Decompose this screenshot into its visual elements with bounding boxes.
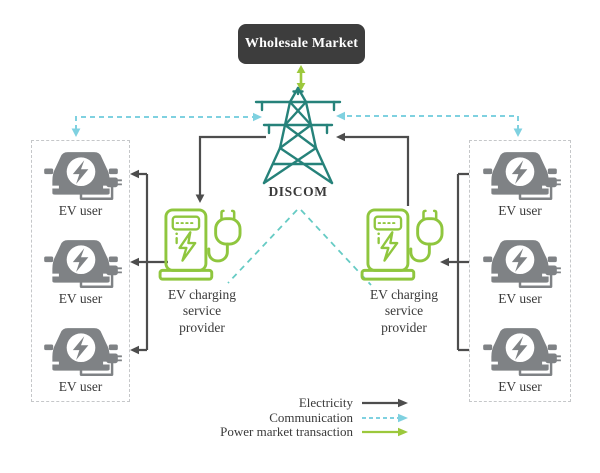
- ev-car-icon: [477, 236, 563, 290]
- electricity-bus-right: [440, 172, 469, 352]
- electricity-bus-left: [130, 169, 168, 355]
- legend-item-power-market-transaction: Power market transaction: [150, 424, 408, 440]
- communication-line-left: [71, 112, 262, 137]
- ev-user-label: EV user: [498, 203, 542, 218]
- ev-user-label: EV user: [58, 379, 103, 394]
- ev-user: EV user: [32, 324, 129, 395]
- ev-user-label: EV user: [58, 291, 103, 306]
- charging-provider-right-label: EV charging service provider: [369, 287, 439, 335]
- legend-label: Communication: [269, 409, 353, 425]
- legend: Electricity Communication Power market t…: [150, 395, 408, 440]
- ev-user-label: EV user: [58, 203, 103, 218]
- charging-station-icon: [358, 206, 450, 284]
- charging-provider-right: EV charging service provider: [356, 206, 452, 336]
- ev-user: EV user: [32, 236, 129, 307]
- ev-users-group-left: EV user EV user EV user: [31, 140, 130, 402]
- ev-user: EV user: [470, 148, 570, 219]
- electricity-arrow-icon: [362, 399, 408, 408]
- charging-station-icon: [156, 206, 248, 284]
- discom-label: DISCOM: [268, 184, 328, 199]
- ev-car-icon: [38, 324, 124, 378]
- transmission-tower-icon: [254, 86, 342, 185]
- electricity-line-right-provider-to-discom: [336, 132, 410, 206]
- wholesale-market-node: Wholesale Market: [238, 24, 365, 64]
- ev-user: EV user: [470, 324, 570, 395]
- ev-user: EV user: [32, 148, 129, 219]
- legend-label: Electricity: [298, 395, 353, 411]
- power-market-arrow-icon: [362, 428, 408, 437]
- ev-user-label: EV user: [498, 379, 542, 394]
- wholesale-market-label: Wholesale Market: [244, 36, 359, 51]
- ev-users-group-right: EV user EV user EV user: [469, 140, 571, 402]
- ev-user-label: EV user: [498, 291, 542, 306]
- communication-line-right: [336, 111, 523, 137]
- ev-car-icon: [38, 236, 124, 290]
- ev-car-icon: [477, 324, 563, 378]
- charging-provider-left-label: EV charging service provider: [167, 287, 237, 335]
- ev-car-icon: [477, 148, 563, 202]
- communication-arrow-icon: [362, 413, 408, 422]
- legend-label: Power market transaction: [220, 424, 353, 440]
- ev-user: EV user: [470, 236, 570, 307]
- legend-item-electricity: Electricity: [150, 395, 408, 411]
- market-transaction-arrow: [296, 65, 306, 91]
- charging-provider-left: EV charging service provider: [154, 206, 250, 336]
- ev-car-icon: [38, 148, 124, 202]
- communication-line-providers: [227, 209, 372, 286]
- legend-item-communication: Communication: [150, 409, 408, 426]
- electricity-line-discom-to-left-provider: [195, 135, 266, 203]
